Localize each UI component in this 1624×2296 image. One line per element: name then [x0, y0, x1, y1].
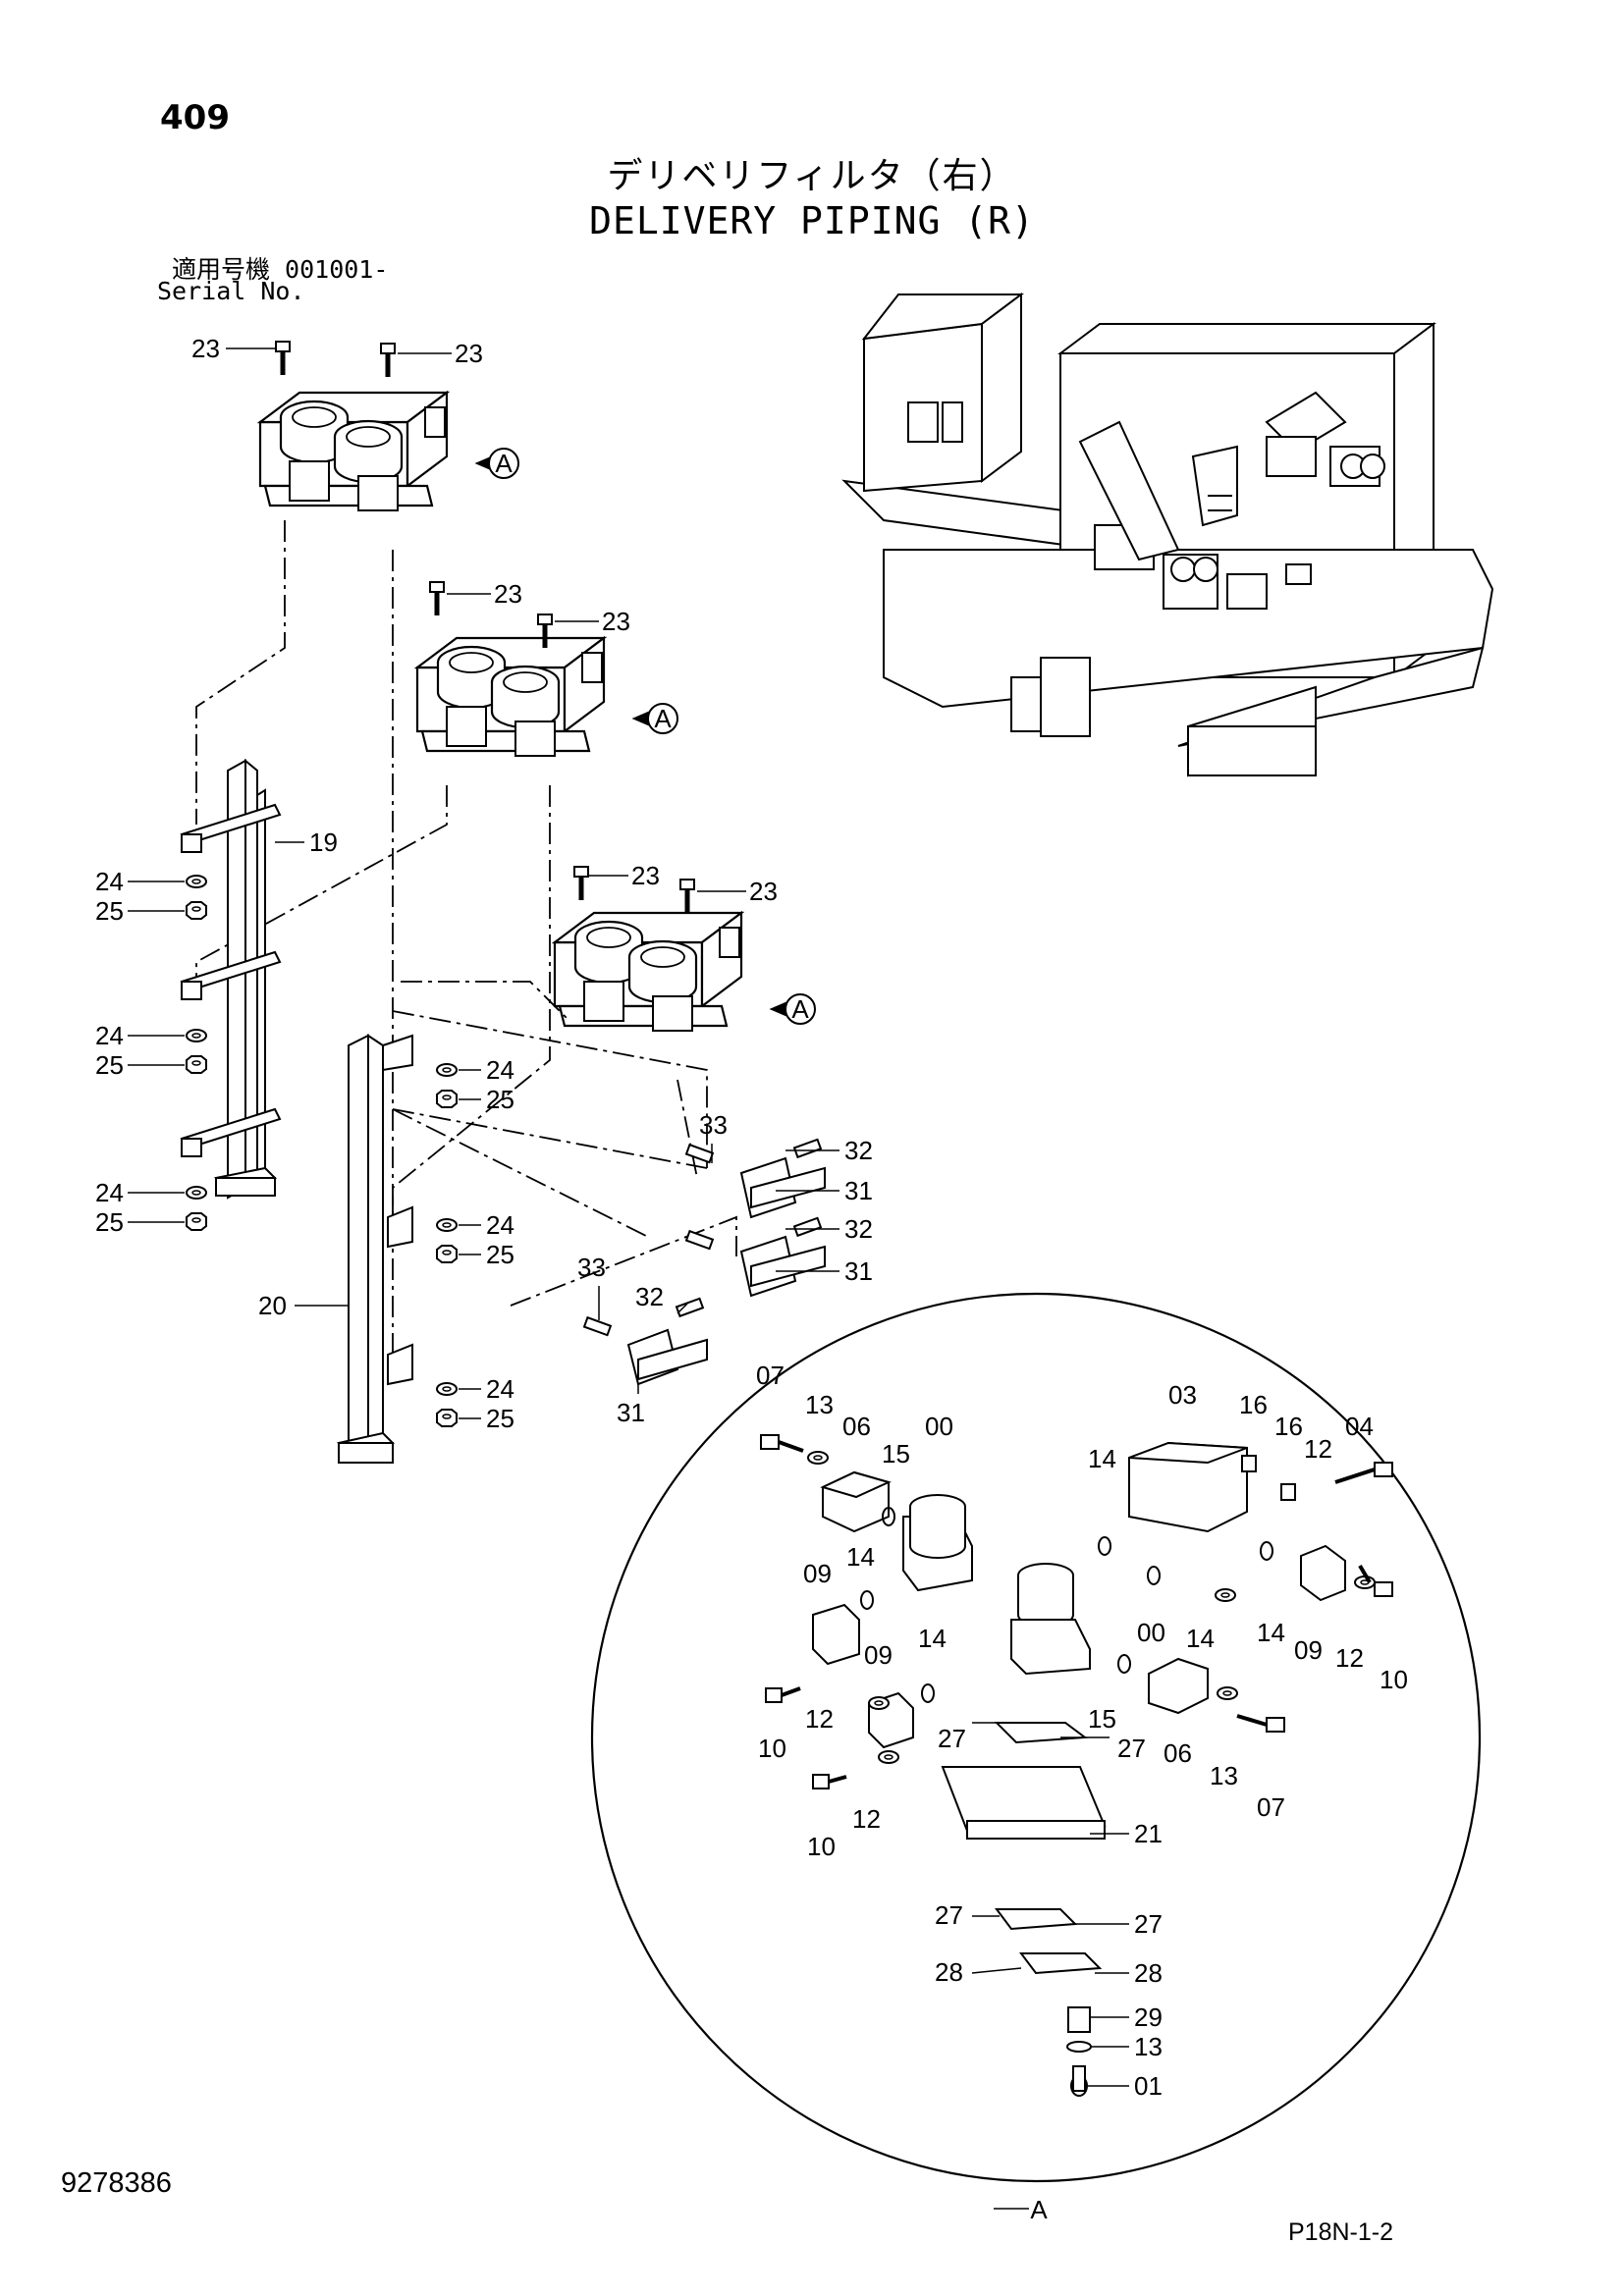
document-code: 9278386	[61, 2167, 172, 2199]
callout-a-markers	[474, 448, 816, 1025]
callout-25: 25	[95, 1050, 124, 1080]
callout-24: 24	[486, 1055, 514, 1085]
overview-callouts: 23 23 23 23 23 23 19 20 24 25 24 25 24 2…	[95, 334, 873, 1433]
callout-23: 23	[455, 339, 483, 368]
callout-00: 00	[925, 1412, 953, 1441]
detail-view-label: A	[1030, 2195, 1048, 2224]
callout-25: 25	[486, 1240, 514, 1269]
callout-27: 27	[1134, 1909, 1163, 1939]
callout-23: 23	[631, 861, 660, 890]
callout-23: 23	[602, 607, 630, 636]
callout-a-label: A	[495, 449, 513, 478]
leader-lines	[128, 347, 1129, 2087]
callout-09: 09	[803, 1559, 832, 1588]
callout-23: 23	[494, 579, 522, 609]
callout-33: 33	[699, 1110, 728, 1140]
detail-bolts	[760, 1434, 1393, 1789]
callout-24: 24	[486, 1210, 514, 1240]
page-number: 409	[160, 98, 230, 137]
callout-24: 24	[95, 1178, 124, 1207]
callout-21: 21	[1134, 1819, 1163, 1848]
callout-a-label: A	[791, 994, 809, 1024]
callout-12: 12	[805, 1704, 834, 1734]
callout-13: 13	[1134, 2032, 1163, 2061]
callout-14: 14	[1186, 1624, 1215, 1653]
callout-27: 27	[935, 1900, 963, 1930]
callout-24: 24	[486, 1374, 514, 1404]
callout-14: 14	[1088, 1444, 1116, 1473]
callout-00: 00	[1137, 1618, 1165, 1647]
brackets-31	[582, 1138, 826, 1386]
stand-19	[180, 758, 282, 1200]
callout-07: 07	[1257, 1792, 1285, 1822]
detail-view-circle	[590, 1292, 1482, 2183]
callout-16: 16	[1239, 1390, 1268, 1419]
callout-33: 33	[577, 1253, 606, 1282]
callout-07: 07	[756, 1361, 785, 1390]
callout-24: 24	[95, 867, 124, 896]
callout-09: 09	[864, 1640, 893, 1670]
callout-14: 14	[846, 1542, 875, 1572]
machine-overview-illustration	[841, 293, 1494, 777]
callout-25: 25	[95, 896, 124, 926]
callout-10: 10	[758, 1734, 786, 1763]
callout-13: 13	[1210, 1761, 1238, 1790]
callout-06: 06	[1164, 1738, 1192, 1768]
title-english: DELIVERY PIPING (R)	[589, 199, 1035, 242]
callout-28: 28	[935, 1957, 963, 1987]
callout-23: 23	[749, 877, 778, 906]
callout-29: 29	[1134, 2002, 1163, 2032]
callout-03: 03	[1168, 1380, 1197, 1410]
detail-callouts: 07 13 06 15 00 03 16 16 12 04 14 14 09 0…	[756, 1361, 1408, 2101]
callout-10: 10	[807, 1832, 836, 1861]
callout-12: 12	[852, 1804, 881, 1834]
serial-label-english: Serial No.	[157, 277, 305, 305]
title-japanese: デリベリフィルタ（右）	[607, 156, 1017, 196]
callout-31: 31	[844, 1256, 873, 1286]
callout-15: 15	[882, 1439, 910, 1468]
callout-27: 27	[938, 1724, 966, 1753]
callout-24: 24	[95, 1021, 124, 1050]
callout-32: 32	[635, 1282, 664, 1311]
callout-31: 31	[844, 1176, 873, 1205]
callout-16: 16	[1274, 1412, 1303, 1441]
callout-14: 14	[918, 1624, 947, 1653]
callout-19: 19	[309, 828, 338, 857]
callout-32: 32	[844, 1136, 873, 1165]
callout-15: 15	[1088, 1704, 1116, 1734]
callout-25: 25	[486, 1404, 514, 1433]
callout-31: 31	[617, 1398, 645, 1427]
callout-06: 06	[842, 1412, 871, 1441]
callout-a-label: A	[654, 704, 672, 733]
callout-12: 12	[1304, 1434, 1332, 1464]
detail-view-parts	[812, 1441, 1346, 2097]
callout-13: 13	[805, 1390, 834, 1419]
detail-o-ring-seals	[860, 1507, 1273, 1703]
callout-25: 25	[486, 1085, 514, 1114]
callout-04: 04	[1345, 1412, 1374, 1441]
callout-25: 25	[95, 1207, 124, 1237]
callout-12: 12	[1335, 1643, 1364, 1673]
callout-28: 28	[1134, 1958, 1163, 1988]
callout-32: 32	[844, 1214, 873, 1244]
callout-14: 14	[1257, 1618, 1285, 1647]
callout-09: 09	[1294, 1635, 1323, 1665]
serial-label-japanese: 適用号機 001001-	[172, 255, 389, 284]
stand-20	[337, 1034, 413, 1464]
callout-01: 01	[1134, 2071, 1163, 2101]
callout-20: 20	[258, 1291, 287, 1320]
callout-27: 27	[1117, 1734, 1146, 1763]
page-code: P18N-1-2	[1288, 2218, 1393, 2246]
callout-23: 23	[191, 334, 220, 363]
callout-10: 10	[1380, 1665, 1408, 1694]
filter-assembly-upper	[258, 342, 449, 512]
